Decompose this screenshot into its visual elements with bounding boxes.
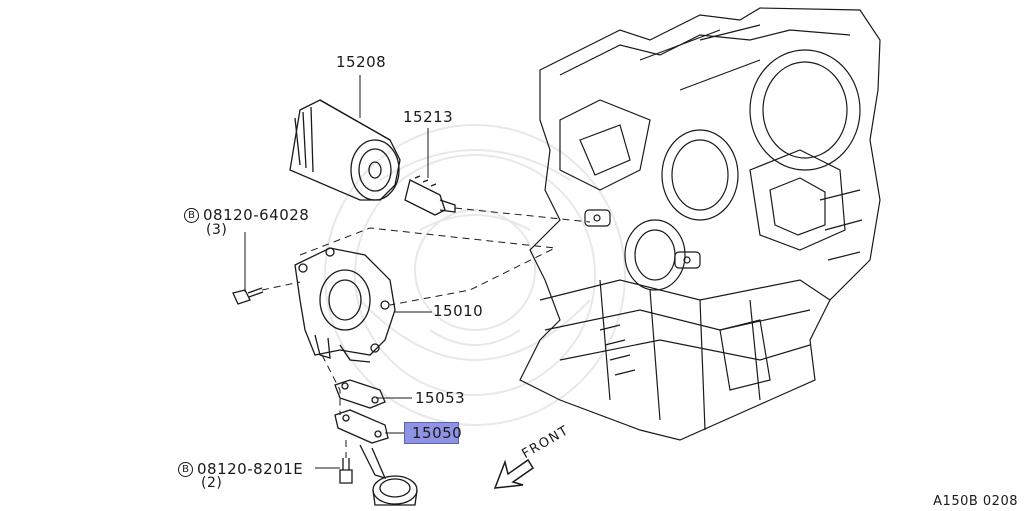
bolt-upper-label[interactable]: 08120-64028 — [203, 206, 310, 224]
bolt-lower-drawing — [339, 458, 353, 484]
part-15053-label[interactable]: 15053 — [415, 389, 466, 407]
part-15050-label[interactable]: 15050 — [412, 424, 463, 442]
part-15208-label[interactable]: 15208 — [336, 53, 387, 71]
oil-strainer-drawing — [359, 444, 418, 506]
bolt-symbol-icon: B — [178, 462, 193, 477]
oil-filter-drawing — [289, 99, 401, 201]
watermark-seal — [324, 124, 626, 426]
engine-block — [519, 7, 881, 441]
bolt-upper-qty: (3) — [206, 222, 228, 238]
gasket-15050-drawing — [334, 409, 389, 444]
oil-pump-drawing — [294, 247, 396, 363]
dashed-connectors — [261, 207, 591, 458]
bolt-symbol-icon: B — [184, 208, 199, 223]
diagram-ref-code: A150B 0208 — [933, 494, 1018, 509]
bolt-upper-drawing — [232, 287, 264, 305]
highlighted-part-15050[interactable] — [404, 422, 459, 444]
part-15010-label[interactable]: 15010 — [433, 302, 484, 320]
bolt-lower-label[interactable]: 08120-8201E — [197, 460, 304, 478]
gasket-15053-drawing — [334, 379, 386, 409]
part-15213-label[interactable]: 15213 — [403, 108, 454, 126]
leader-lines — [244, 75, 432, 469]
bolt-lower-qty: (2) — [201, 475, 223, 491]
front-arrow-icon — [493, 458, 535, 489]
pressure-sensor-drawing — [404, 175, 456, 216]
